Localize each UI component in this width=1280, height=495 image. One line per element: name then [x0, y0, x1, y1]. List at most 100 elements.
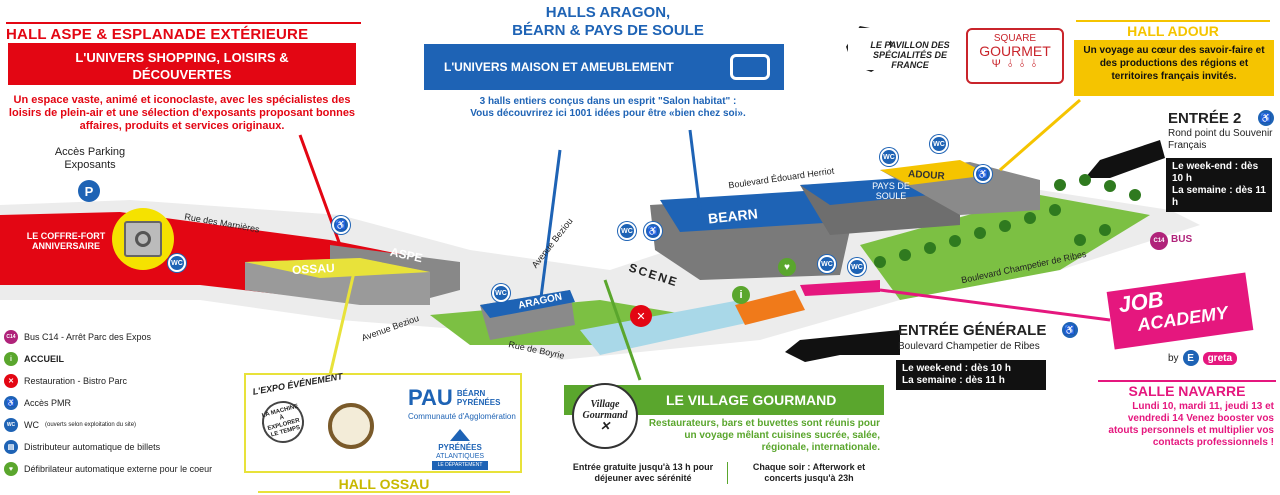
pmr-pin-adour: ♿ — [974, 165, 992, 183]
entree-generale-title: ENTRÉE GÉNÉRALE — [898, 322, 1047, 339]
aragon-heading-line1: HALLS ARAGON, — [545, 4, 671, 21]
wc-pin-adour: WC — [930, 135, 948, 153]
parking-icon: P — [78, 180, 100, 202]
by-label: by — [1168, 352, 1179, 364]
village-logo-line1: Village — [590, 399, 620, 410]
aragon-box-text: L'UNIVERS MAISON ET AMEUBLEMENT — [444, 60, 674, 74]
legend-note: (ouverts selon exploitation du site) — [45, 422, 137, 428]
restaurant-building — [735, 290, 805, 325]
hall-ossau-label: OSSAU — [291, 260, 336, 278]
legend-label: Distributeur automatique de billets — [24, 442, 161, 452]
pmr-pin-aspe: ♿ — [332, 216, 350, 234]
bus-label: BUS — [1171, 234, 1193, 245]
legend-item-ticket: ▤ Distributeur automatique de billets — [4, 436, 240, 458]
hall-ossau-title: HALL OSSAU — [258, 477, 510, 493]
gourmet-label: GOURMET — [979, 43, 1051, 59]
village-title: LE VILLAGE GOURMAND — [666, 392, 837, 408]
aspe-box: L'UNIVERS SHOPPING, LOISIRS & DÉCOUVERTE… — [8, 43, 356, 85]
bus-stop-icon: C14 — [1150, 232, 1168, 250]
entree2-arrow — [1085, 140, 1165, 178]
expo-title: L'EXPO ÉVÉNEMENT — [251, 371, 344, 397]
entree2-hours: Le week-end : dès 10 h La semaine : dès … — [1166, 158, 1272, 212]
accueil-icon: i — [4, 352, 18, 366]
acces-parking-label: Accès Parking Exposants — [54, 146, 126, 171]
departement-label: LE DÉPARTEMENT — [432, 461, 488, 470]
hall-adour-roof — [880, 160, 990, 185]
aragon-heading: HALLS ARAGON, BÉARN & PAYS DE SOULE — [428, 4, 788, 40]
village-divider — [727, 462, 728, 484]
village-note1: Entrée gratuite jusqu'à 13 h pour déjeun… — [572, 462, 714, 483]
greta-logo: by E greta — [1168, 350, 1238, 366]
aragon-heading-line2: BÉARN & PAYS DE SOULE — [512, 22, 704, 39]
square-gourmet-logo: SQUARE GOURMET Ψ ⫰ ⫰ ⫰ — [966, 28, 1064, 84]
salle-navarre-title: SALLE NAVARRE — [1098, 380, 1276, 399]
adour-heading: HALL ADOUR — [1076, 20, 1270, 39]
job-desc: Lundi 10, mardi 11, jeudi 13 et vendredi… — [1108, 401, 1274, 448]
leader-village — [603, 279, 642, 381]
village-logo: Village Gourmand ✕ — [572, 383, 638, 449]
pmr-pin-bearn: ♿ — [644, 222, 662, 240]
legend-item-pmr: ♿Accès PMR — [4, 392, 240, 414]
entree-generale-arrow — [785, 330, 900, 362]
pau-sub2: Communauté d'Agglomération — [408, 412, 516, 421]
entree2-semaine: La semaine : dès 11 h — [1172, 185, 1266, 208]
pyrenees-logo: PYRÉNÉES ATLANTIQUES LE DÉPARTEMENT — [432, 429, 488, 470]
pmr-icon-entree2: ♿ — [1258, 110, 1274, 126]
safe-icon — [112, 208, 174, 270]
entree-generale-semaine: La semaine : dès 11 h — [902, 375, 1005, 386]
adour-box: Un voyage au cœur des savoir-faire et de… — [1074, 40, 1274, 96]
legend-label: Défibrilateur automatique externe pour l… — [24, 464, 213, 474]
legend-item-defibrillator: ♥Défibrilateur automatique externe pour … — [4, 458, 240, 480]
bus-icon: C14 — [4, 330, 18, 344]
entree2-weekend: Le week-end : dès 10 h — [1172, 161, 1259, 184]
village-desc: Restaurateurs, bars et buvettes sont réu… — [648, 418, 880, 453]
sofa-icon — [730, 54, 770, 80]
atlantiques-label: ATLANTIQUES — [435, 453, 485, 460]
hall-aragon-roof — [480, 290, 575, 318]
aragon-desc-line2: Vous découvrirez ici 1001 idées pour êtr… — [470, 108, 746, 119]
ossau-expo-box: L'EXPO ÉVÉNEMENT LA MACHINE À EXPLORER L… — [244, 371, 522, 473]
entree-generale-weekend: Le week-end : dès 10 h — [902, 363, 1011, 374]
site-ground — [0, 190, 1200, 360]
legend-item-restaurant: ✕ Restauration - Bistro Parc — [4, 370, 240, 392]
entree-generale-place: Boulevard Champetier de Ribes — [898, 341, 1040, 352]
restaurant-pin: ✕ — [630, 305, 652, 327]
aragon-box: L'UNIVERS MAISON ET AMEUBLEMENT — [424, 44, 784, 90]
aspe-heading: HALL ASPE & ESPLANADE EXTÉRIEURE — [6, 22, 361, 43]
ticket-icon: ▤ — [4, 440, 18, 454]
aragon-desc-line1: 3 halls entiers conçus dans un esprit "S… — [479, 96, 737, 107]
village-logo-line2: Gourmand — [582, 410, 628, 421]
clock-icon — [328, 403, 374, 449]
fork-icon: ✕ — [599, 419, 611, 433]
trees — [874, 174, 1141, 268]
aspe-desc: Un espace vaste, animé et iconoclaste, a… — [8, 94, 356, 132]
leader-bearn — [688, 129, 702, 211]
hall-ossau-roof — [245, 258, 430, 278]
legend-label: Bus C14 - Arrêt Parc des Expos — [24, 332, 152, 342]
defibrillator-pin: ♥ — [778, 258, 796, 276]
pmr-icon-entree: ♿ — [1062, 322, 1078, 338]
restaurant-icon: ✕ — [4, 374, 18, 388]
pau-sub1: BÉARN PYRÉNÉES — [456, 389, 501, 407]
leader-adour — [999, 98, 1081, 172]
entree2-title: ENTRÉE 2 — [1168, 110, 1242, 127]
village-note2: Chaque soir : Afterwork et concerts jusq… — [752, 462, 866, 483]
legend-label: Restauration - Bistro Parc — [24, 376, 128, 386]
pyrenees-label: PYRÉNÉES — [438, 443, 482, 452]
leader-aragon — [538, 149, 562, 306]
wc-pin-entrance: WC — [848, 258, 866, 276]
pavillon-label: LE PAVILLON DES SPÉCIALITÉS DE FRANCE — [870, 40, 950, 70]
entree2-place: Rond point du Souvenir Français — [1168, 128, 1273, 151]
wc-pin-aragon: WC — [492, 284, 510, 302]
aragon-desc: 3 halls entiers conçus dans un esprit "S… — [428, 96, 788, 120]
square-label: SQUARE — [993, 33, 1037, 44]
leader-job — [879, 288, 1111, 322]
legend-label: Accès PMR — [24, 398, 72, 408]
general-entrance — [800, 280, 880, 296]
wc-pin-aspe: WC — [168, 254, 186, 272]
legend-item-bus: C14 Bus C14 - Arrêt Parc des Expos — [4, 326, 240, 348]
wc-pin-soule: WC — [880, 148, 898, 166]
hall-soule-label: PAYS DE SOULE — [872, 181, 910, 201]
